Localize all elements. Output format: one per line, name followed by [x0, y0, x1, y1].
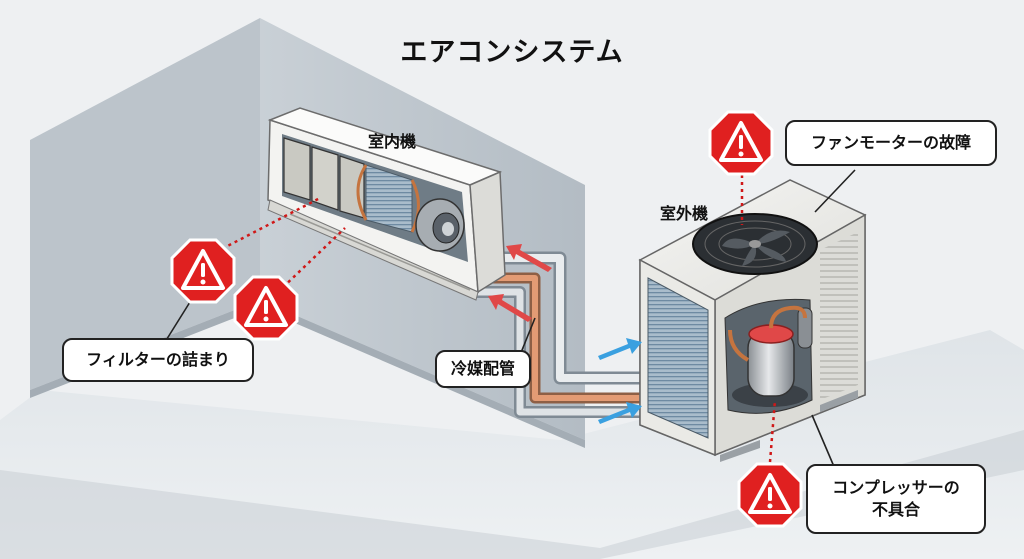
- callout-compressor: コンプレッサーの 不具合: [806, 464, 986, 534]
- warning-octagon-icon: [737, 462, 803, 528]
- callout-fan-motor: ファンモーターの故障: [785, 120, 997, 166]
- callout-refrigerant-pipe: 冷媒配管: [435, 350, 531, 388]
- wall-side: [30, 18, 260, 390]
- flow-arrow-icon: [598, 338, 642, 360]
- callout-filter: フィルターの詰まり: [62, 338, 254, 382]
- callout-compressor-line2: 不具合: [871, 500, 920, 519]
- indoor-unit-label: 室内機: [368, 132, 417, 151]
- leader-lines: [215, 175, 777, 463]
- callout-fan-motor-text: ファンモーターの故障: [810, 133, 971, 153]
- outdoor-unit-label: 室外機: [660, 204, 709, 223]
- outdoor-coil: [647, 277, 709, 439]
- refrigerant-pipes: [464, 251, 657, 418]
- page-title: エアコンシステム: [400, 37, 624, 68]
- flow-arrow-icon: [506, 244, 552, 272]
- flow-arrows: [488, 244, 642, 424]
- warning-octagon-icon: [233, 275, 299, 341]
- indoor-unit: [267, 107, 506, 301]
- callout-filter-text: フィルターの詰まり: [86, 350, 230, 370]
- warning-octagon-icon: [170, 238, 236, 304]
- warning-octagon-icon: [708, 110, 774, 176]
- outdoor-unit: [638, 179, 867, 462]
- callout-compressor-line1: コンプレッサーの: [832, 478, 960, 498]
- flow-arrow-icon: [598, 402, 642, 424]
- refrigerant-pipe-label: 冷媒配管: [450, 359, 515, 379]
- floor-edge: [0, 430, 1024, 559]
- fan-blades: [722, 230, 790, 266]
- flow-arrow-icon: [488, 294, 532, 322]
